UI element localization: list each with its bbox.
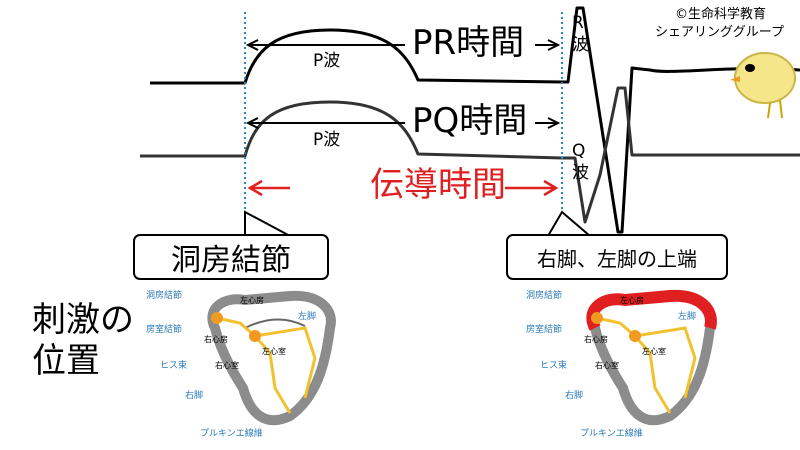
callout-sa-node: 洞房結節 (133, 234, 329, 280)
label-purkinje-left: プルキンエ線維 (200, 429, 263, 439)
ecg-trace-pr (150, 6, 800, 234)
label-purkinje-right: プルキンエ線維 (580, 429, 643, 439)
label-rb-left: 右脚 (185, 391, 204, 401)
copyright-line-2: シェアリンググループ (655, 25, 784, 40)
label-rv-right: 右心室 (595, 361, 619, 370)
p-wave-label-1: P波 (313, 51, 341, 71)
callout-bundle-branch-text: 右脚、左脚の上端 (537, 246, 697, 271)
label-sa-node-left: 洞房結節 (146, 291, 183, 301)
label-la-right: 左心房 (620, 296, 644, 305)
label-lb-right: 左脚 (678, 312, 697, 322)
label-lb-left: 左脚 (298, 312, 317, 322)
copyright-line-1: ©生命科学教育 (675, 7, 767, 22)
pq-interval-arrow (245, 117, 561, 129)
label-rb-right: 右脚 (565, 391, 584, 401)
label-av-node-left: 房室結節 (146, 325, 183, 335)
q-wave-label: Q 波 (572, 141, 589, 184)
label-sa-node-right: 洞房結節 (526, 291, 563, 301)
label-his-right: ヒス束 (540, 361, 568, 371)
r-wave-label: R 波 (572, 13, 589, 56)
label-rv-left: 右心室 (215, 361, 239, 370)
callout-tail-sa (244, 210, 291, 237)
callout-sa-node-text: 洞房結節 (171, 243, 291, 278)
label-lv-left: 左心室 (262, 347, 286, 356)
label-ra-left: 右心房 (204, 335, 228, 344)
label-la-left: 左心房 (240, 296, 264, 305)
ecg-trace-pq (140, 86, 800, 224)
callout-bundle-branch: 右脚、左脚の上端 (506, 234, 728, 280)
p-wave-label-2: P波 (313, 130, 341, 150)
label-av-node-right: 房室結節 (526, 325, 563, 335)
label-ra-right: 右心房 (584, 335, 608, 344)
pq-interval-label: PQ時間 (412, 101, 528, 141)
label-his-left: ヒス束 (160, 361, 188, 371)
pr-interval-label: PR時間 (412, 23, 525, 63)
conduction-time-arrow (247, 179, 559, 197)
conduction-time-label: 伝導時間 (370, 165, 506, 205)
stimulus-position-label: 刺激の 位置 (32, 300, 134, 381)
pr-interval-arrow (245, 39, 561, 51)
chick-mascot-image (730, 52, 796, 119)
heart-illustration-bb (586, 289, 717, 426)
heart-illustration-sa (207, 290, 336, 426)
callout-tail-bb (547, 210, 591, 237)
label-lv-right: 左心室 (642, 347, 666, 356)
